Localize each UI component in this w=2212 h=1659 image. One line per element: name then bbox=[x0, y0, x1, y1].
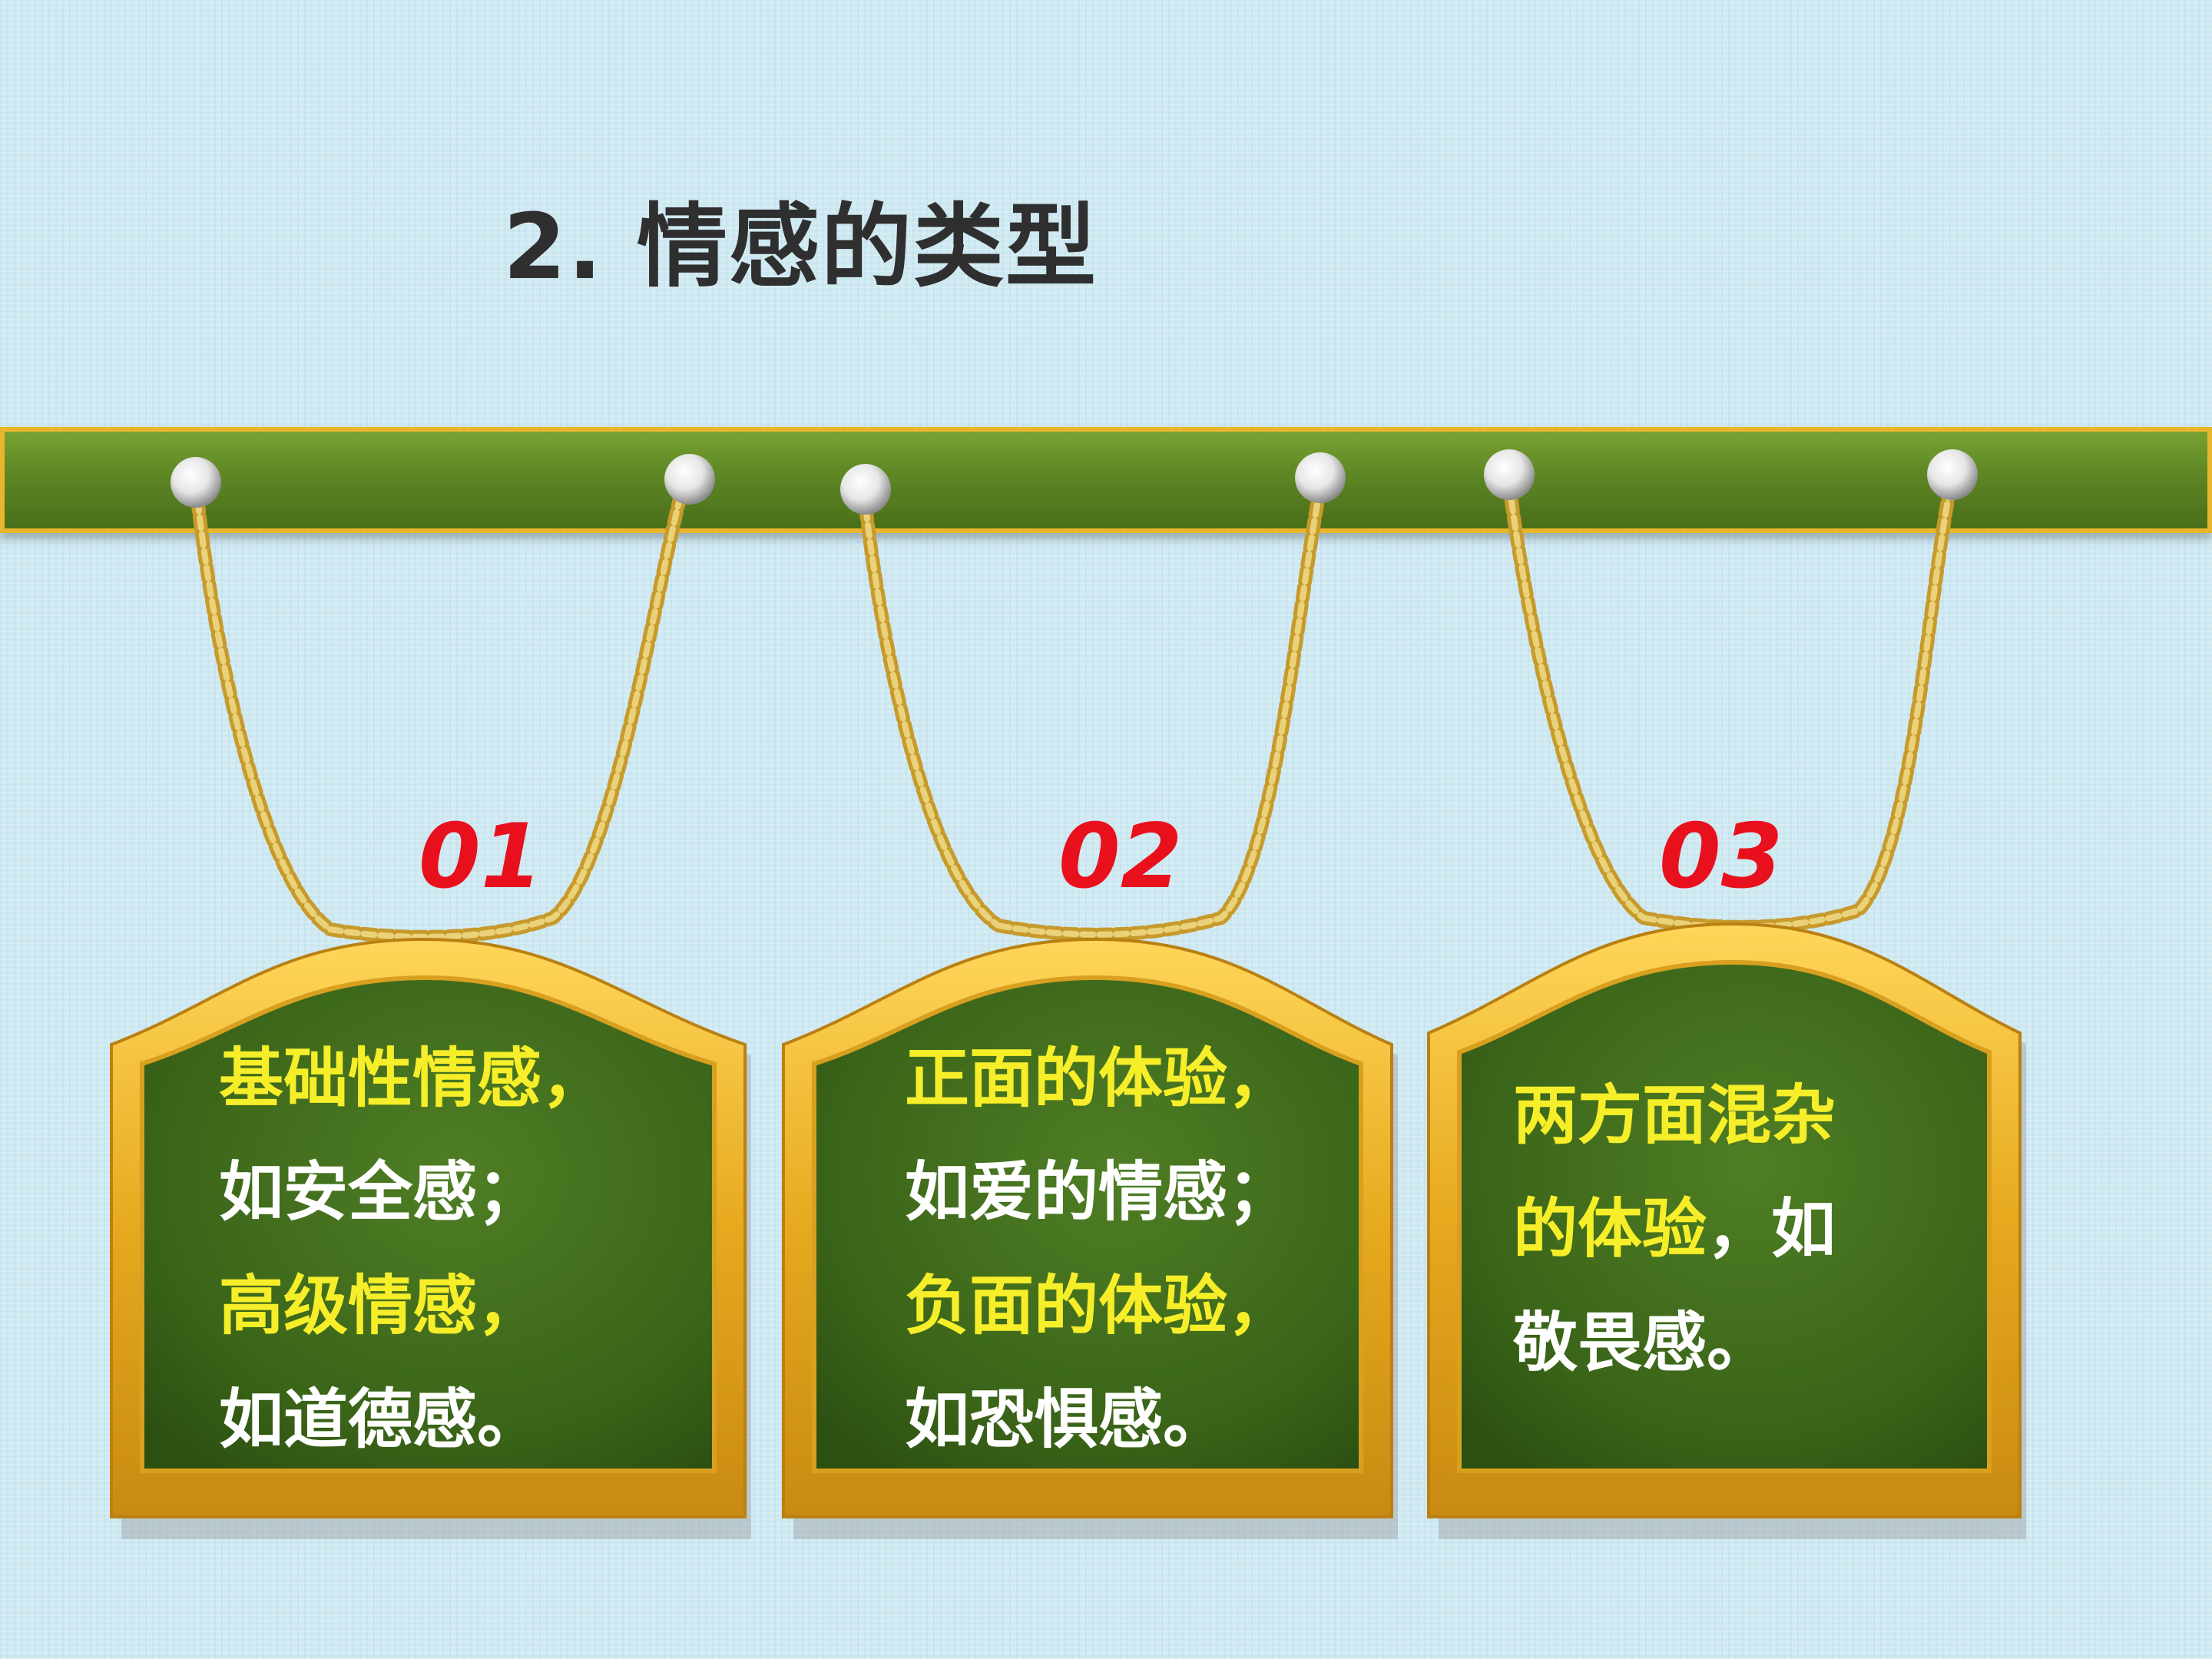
board-2-line-4: 如恐惧感。 bbox=[905, 1382, 1228, 1457]
board-3-line-2: 的体验，如 bbox=[1513, 1172, 1836, 1286]
board-3-number: 03 bbox=[1659, 805, 1783, 909]
board-3-line-2-highlight: 的体验 bbox=[1513, 1191, 1707, 1267]
pin-2a bbox=[840, 464, 891, 515]
pin-2b bbox=[1295, 452, 1346, 503]
pin-1b bbox=[664, 454, 715, 505]
board-2-line-3: 负面的体验， bbox=[905, 1268, 1293, 1343]
board-3-line-2-plain: ，如 bbox=[1707, 1191, 1836, 1267]
board-1-text: 基础性情感， 如安全感； 高级情感， 如道德感。 bbox=[219, 1022, 606, 1476]
pin-1a bbox=[171, 457, 221, 508]
pin-3a bbox=[1484, 449, 1535, 500]
board-1-line-1: 基础性情感， bbox=[219, 1041, 607, 1116]
pin-3b bbox=[1927, 449, 1978, 500]
board-1 bbox=[110, 937, 751, 1539]
board-2-line-2: 如爱的情感； bbox=[905, 1154, 1293, 1230]
board-3-line-1: 两方面混杂 bbox=[1513, 1078, 1836, 1153]
board-2 bbox=[782, 937, 1398, 1539]
board-2-line-1: 正面的体验， bbox=[905, 1041, 1293, 1116]
hanging-rail bbox=[0, 427, 2212, 533]
board-1-line-2: 如安全感； bbox=[219, 1154, 542, 1230]
board-3-text: 两方面混杂 的体验，如 敬畏感。 bbox=[1513, 1058, 1836, 1399]
board-1-number: 01 bbox=[419, 805, 543, 909]
board-3 bbox=[1427, 922, 2026, 1539]
pins bbox=[171, 449, 1978, 515]
board-2-number: 02 bbox=[1058, 805, 1183, 909]
page-title: 2. 情感的类型 bbox=[503, 194, 1098, 300]
board-1-line-3: 高级情感， bbox=[219, 1268, 542, 1343]
board-1-line-4: 如道德感。 bbox=[219, 1382, 542, 1457]
board-2-text: 正面的体验， 如爱的情感； 负面的体验， 如恐惧感。 bbox=[905, 1022, 1292, 1476]
board-3-line-3: 敬畏感。 bbox=[1513, 1305, 1772, 1380]
